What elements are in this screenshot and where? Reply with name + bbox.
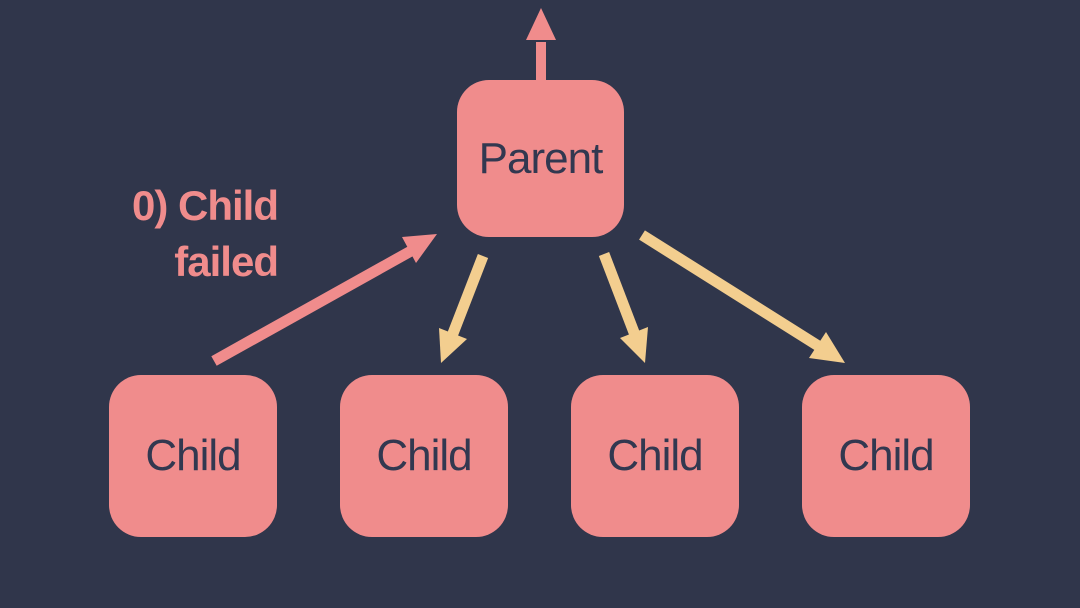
- child-node-3-label: Child: [607, 431, 703, 480]
- parent-exit-arrow-icon: [526, 8, 556, 81]
- child-node-1: Child: [109, 375, 277, 537]
- child-failed-arrow-icon: [211, 234, 437, 366]
- child-node-4: Child: [802, 375, 970, 537]
- child-node-1-label: Child: [145, 431, 241, 480]
- failure-annotation: 0) Child failed: [132, 182, 279, 285]
- parent-to-child-3-arrow-icon: [598, 252, 648, 363]
- parent-node: Parent: [457, 80, 624, 237]
- parent-to-child-4-arrow-icon: [639, 230, 845, 363]
- parent-to-child-2-arrow-icon: [439, 254, 489, 363]
- child-node-2-label: Child: [376, 431, 472, 480]
- child-node-4-label: Child: [838, 431, 934, 480]
- parent-node-label: Parent: [478, 133, 604, 183]
- child-node-2: Child: [340, 375, 508, 537]
- child-node-3: Child: [571, 375, 739, 537]
